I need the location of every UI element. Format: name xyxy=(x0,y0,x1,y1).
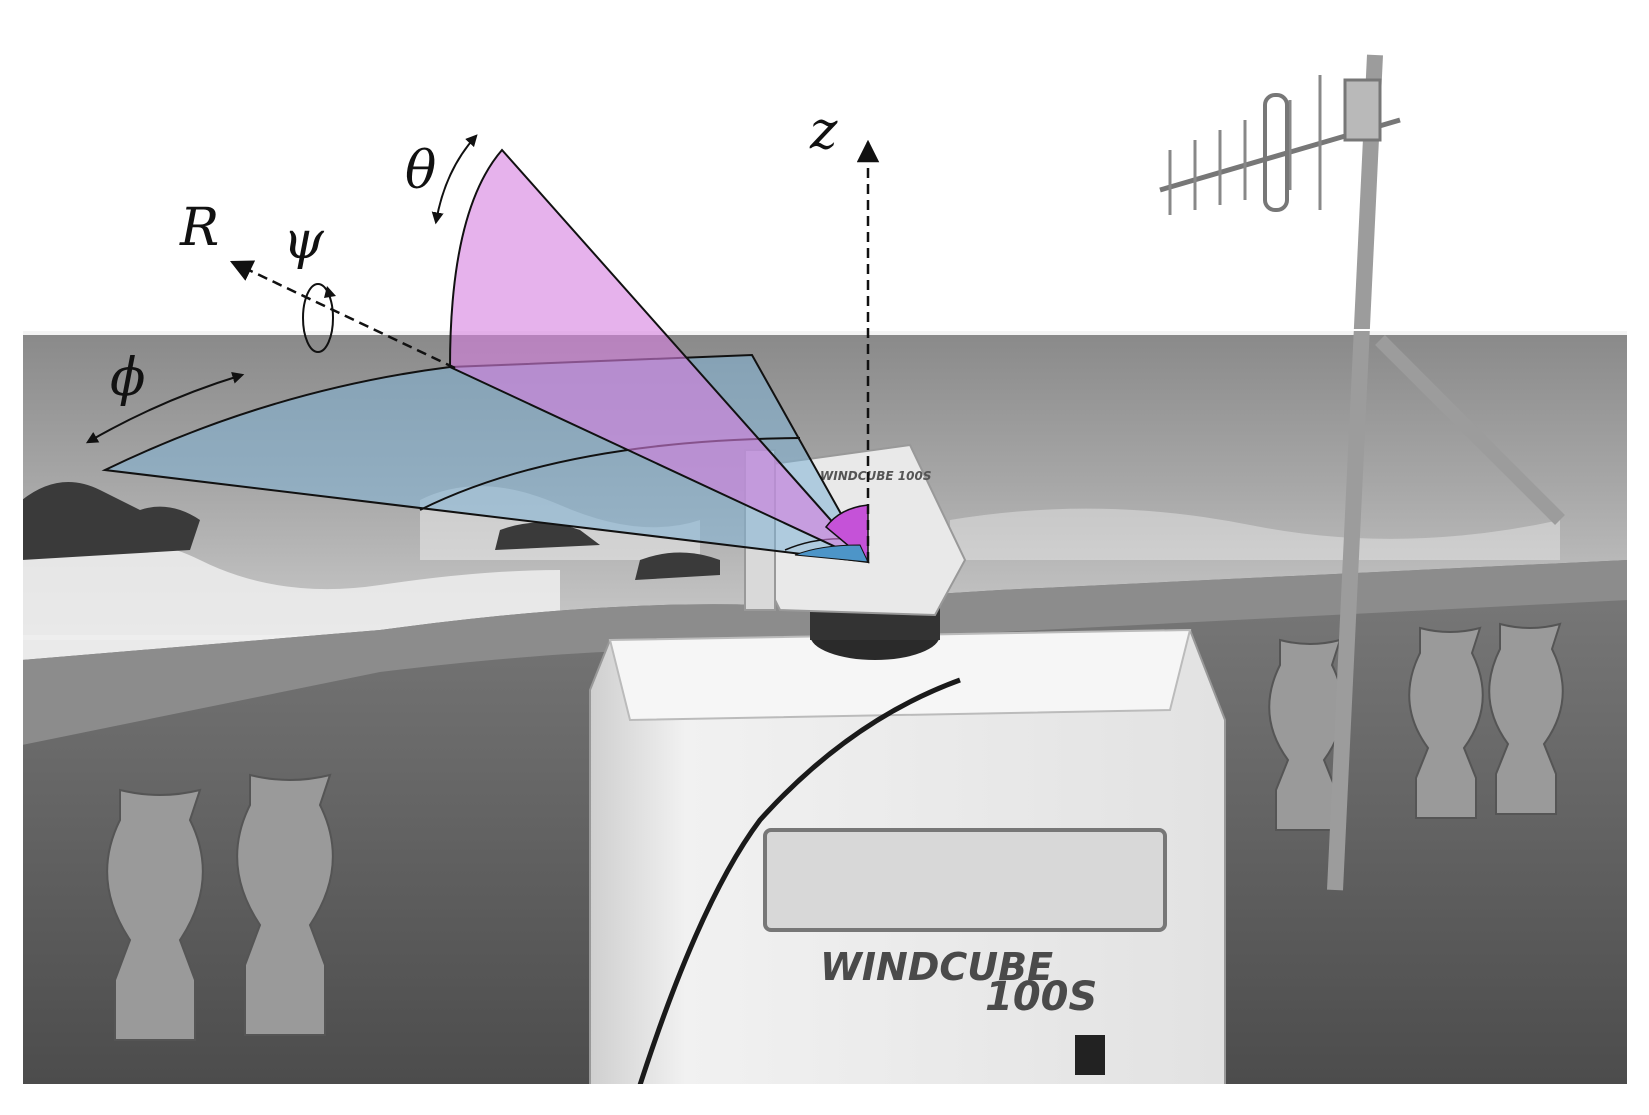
photo-background: WINDCUBE 100S WINDCUBE 100S xyxy=(22,54,1628,1086)
z-axis-label: z xyxy=(809,101,838,161)
wave-foam xyxy=(22,486,1560,640)
enclosure-latch xyxy=(1075,1035,1105,1075)
scan-geometry-overlay: z R θ ψ ϕ xyxy=(85,101,880,564)
r-axis xyxy=(229,260,456,370)
psi-rotation-ellipse xyxy=(302,283,334,353)
theta-arrow xyxy=(431,134,478,225)
phi-arrow xyxy=(85,372,245,444)
origin-cap-blue xyxy=(794,544,869,563)
lidar-enclosure: WINDCUBE 100S xyxy=(589,628,1226,1086)
image-frame xyxy=(21,329,1629,1086)
balusters xyxy=(106,622,1564,1041)
cable xyxy=(637,677,961,1086)
scanner-head-label: WINDCUBE 100S xyxy=(820,469,931,483)
enclosure-brand-main: WINDCUBE xyxy=(820,945,1053,989)
antenna-mast xyxy=(1159,54,1565,891)
enclosure-window xyxy=(763,828,1167,932)
wall-rail xyxy=(22,560,1628,745)
r-axis-label: R xyxy=(179,198,219,258)
psi-label: ψ xyxy=(283,211,325,271)
psi-rotation-arrowhead xyxy=(324,286,336,298)
phi-label: ϕ xyxy=(110,348,145,408)
rocks xyxy=(22,482,720,580)
theta-label: θ xyxy=(405,141,436,201)
enclosure-brand-model: 100S xyxy=(985,974,1097,1020)
vertical-scan-sector xyxy=(448,148,869,563)
